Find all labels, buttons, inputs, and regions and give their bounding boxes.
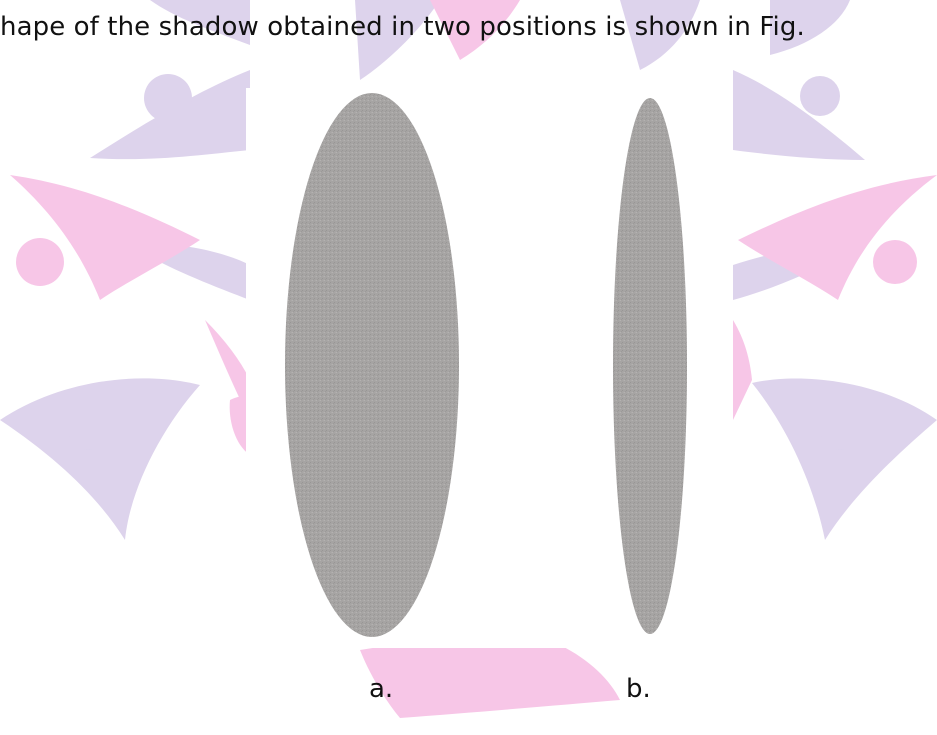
figure-label-a: a.	[369, 674, 394, 704]
figure-label-b: b.	[626, 674, 651, 704]
shadow-ellipse-b	[613, 98, 687, 634]
shadow-ellipse-a	[285, 93, 459, 637]
figure-caption: hape of the shadow obtained in two posit…	[0, 12, 805, 42]
